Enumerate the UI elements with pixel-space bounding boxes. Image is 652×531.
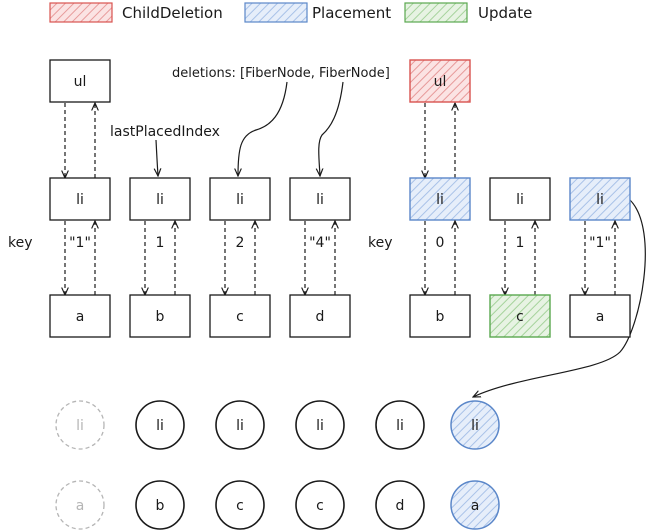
right-text-label-2: a bbox=[596, 309, 605, 325]
circle-node bbox=[295, 480, 345, 530]
circle-node bbox=[215, 400, 265, 450]
key-label-right: key bbox=[368, 235, 393, 251]
circle-label-top-1: li bbox=[156, 418, 164, 434]
circle-node-placement bbox=[450, 480, 500, 530]
deletion-arrow-1 bbox=[238, 81, 288, 176]
left-text-label-0: a bbox=[76, 309, 85, 325]
legend-swatch-child-deletion bbox=[49, 2, 113, 23]
right-text-label-1: c bbox=[516, 309, 524, 325]
right-text-node-0 bbox=[409, 294, 471, 338]
legend-swatch-update bbox=[404, 2, 468, 23]
deletions-label: deletions: [FiberNode, FiberNode] bbox=[172, 66, 390, 81]
left-ul-label: ul bbox=[74, 74, 87, 90]
left-li-node-2 bbox=[209, 177, 271, 221]
right-li-label-0: li bbox=[436, 192, 444, 208]
right-key-0: 0 bbox=[436, 235, 445, 251]
legend: ChildDeletion Placement Update bbox=[49, 2, 532, 23]
deletion-arrow-2 bbox=[319, 81, 344, 176]
left-ul-node bbox=[49, 59, 111, 103]
circle-label-top-4: li bbox=[396, 418, 404, 434]
right-text-node-1 bbox=[489, 294, 551, 338]
circle-row-bottom: a b c c d a bbox=[55, 480, 500, 530]
right-li-label-1: li bbox=[516, 192, 524, 208]
circle-label-bottom-0: a bbox=[76, 498, 85, 514]
circle-node bbox=[375, 400, 425, 450]
circle-label-top-5: li bbox=[471, 418, 479, 434]
circle-node-faded bbox=[55, 400, 105, 450]
circle-node bbox=[295, 400, 345, 450]
circle-node bbox=[375, 480, 425, 530]
last-placed-index-label: lastPlacedIndex bbox=[110, 124, 220, 140]
circle-node bbox=[135, 400, 185, 450]
right-li-node-1 bbox=[489, 177, 551, 221]
circle-label-bottom-4: d bbox=[396, 498, 405, 514]
left-li-label-1: li bbox=[156, 192, 164, 208]
right-li-node-2 bbox=[569, 177, 631, 221]
left-li-node-0 bbox=[49, 177, 111, 221]
key-label-left: key bbox=[8, 235, 33, 251]
right-key-1: 1 bbox=[516, 235, 525, 251]
legend-label-child-deletion: ChildDeletion bbox=[122, 4, 223, 22]
right-text-label-0: b bbox=[436, 309, 445, 325]
circle-label-bottom-1: b bbox=[156, 498, 165, 514]
circle-label-bottom-3: c bbox=[316, 498, 324, 514]
circle-node-placement bbox=[450, 400, 500, 450]
left-key-3: "4" bbox=[309, 235, 331, 251]
circle-label-bottom-5: a bbox=[471, 498, 480, 514]
left-text-label-3: d bbox=[316, 309, 325, 325]
left-li-label-0: li bbox=[76, 192, 84, 208]
left-li-node-1 bbox=[129, 177, 191, 221]
left-li-node-3 bbox=[289, 177, 351, 221]
left-tree: ul li "1" a li 1 b li 2 c li "4" d bbox=[49, 59, 351, 338]
left-text-label-1: b bbox=[156, 309, 165, 325]
placement-move-arrow bbox=[473, 199, 646, 397]
circle-node bbox=[215, 480, 265, 530]
left-li-label-3: li bbox=[316, 192, 324, 208]
left-key-2: 2 bbox=[236, 235, 245, 251]
left-li-label-2: li bbox=[236, 192, 244, 208]
right-text-node-2 bbox=[569, 294, 631, 338]
right-li-node-0 bbox=[409, 177, 471, 221]
left-text-node-1 bbox=[129, 294, 191, 338]
circle-label-top-2: li bbox=[236, 418, 244, 434]
left-key-0: "1" bbox=[69, 235, 91, 251]
left-text-label-2: c bbox=[236, 309, 244, 325]
right-ul-label: ul bbox=[434, 74, 447, 90]
circle-node-faded bbox=[55, 480, 105, 530]
legend-label-update: Update bbox=[478, 4, 532, 22]
circle-label-top-3: li bbox=[316, 418, 324, 434]
circle-label-bottom-2: c bbox=[236, 498, 244, 514]
circle-label-top-0: li bbox=[76, 418, 84, 434]
left-key-1: 1 bbox=[156, 235, 165, 251]
legend-label-placement: Placement bbox=[312, 4, 391, 22]
right-tree: ul li 0 b li 1 c li "1" a bbox=[409, 59, 631, 338]
legend-swatch-placement bbox=[244, 2, 308, 23]
left-text-node-3 bbox=[289, 294, 351, 338]
circle-row-top: li li li li li li bbox=[55, 400, 500, 450]
last-placed-index-arrow bbox=[156, 139, 158, 176]
right-key-2: "1" bbox=[589, 235, 611, 251]
right-li-label-2: li bbox=[596, 192, 604, 208]
left-text-node-0 bbox=[49, 294, 111, 338]
right-ul-node bbox=[409, 59, 471, 103]
circle-node bbox=[135, 480, 185, 530]
left-text-node-2 bbox=[209, 294, 271, 338]
